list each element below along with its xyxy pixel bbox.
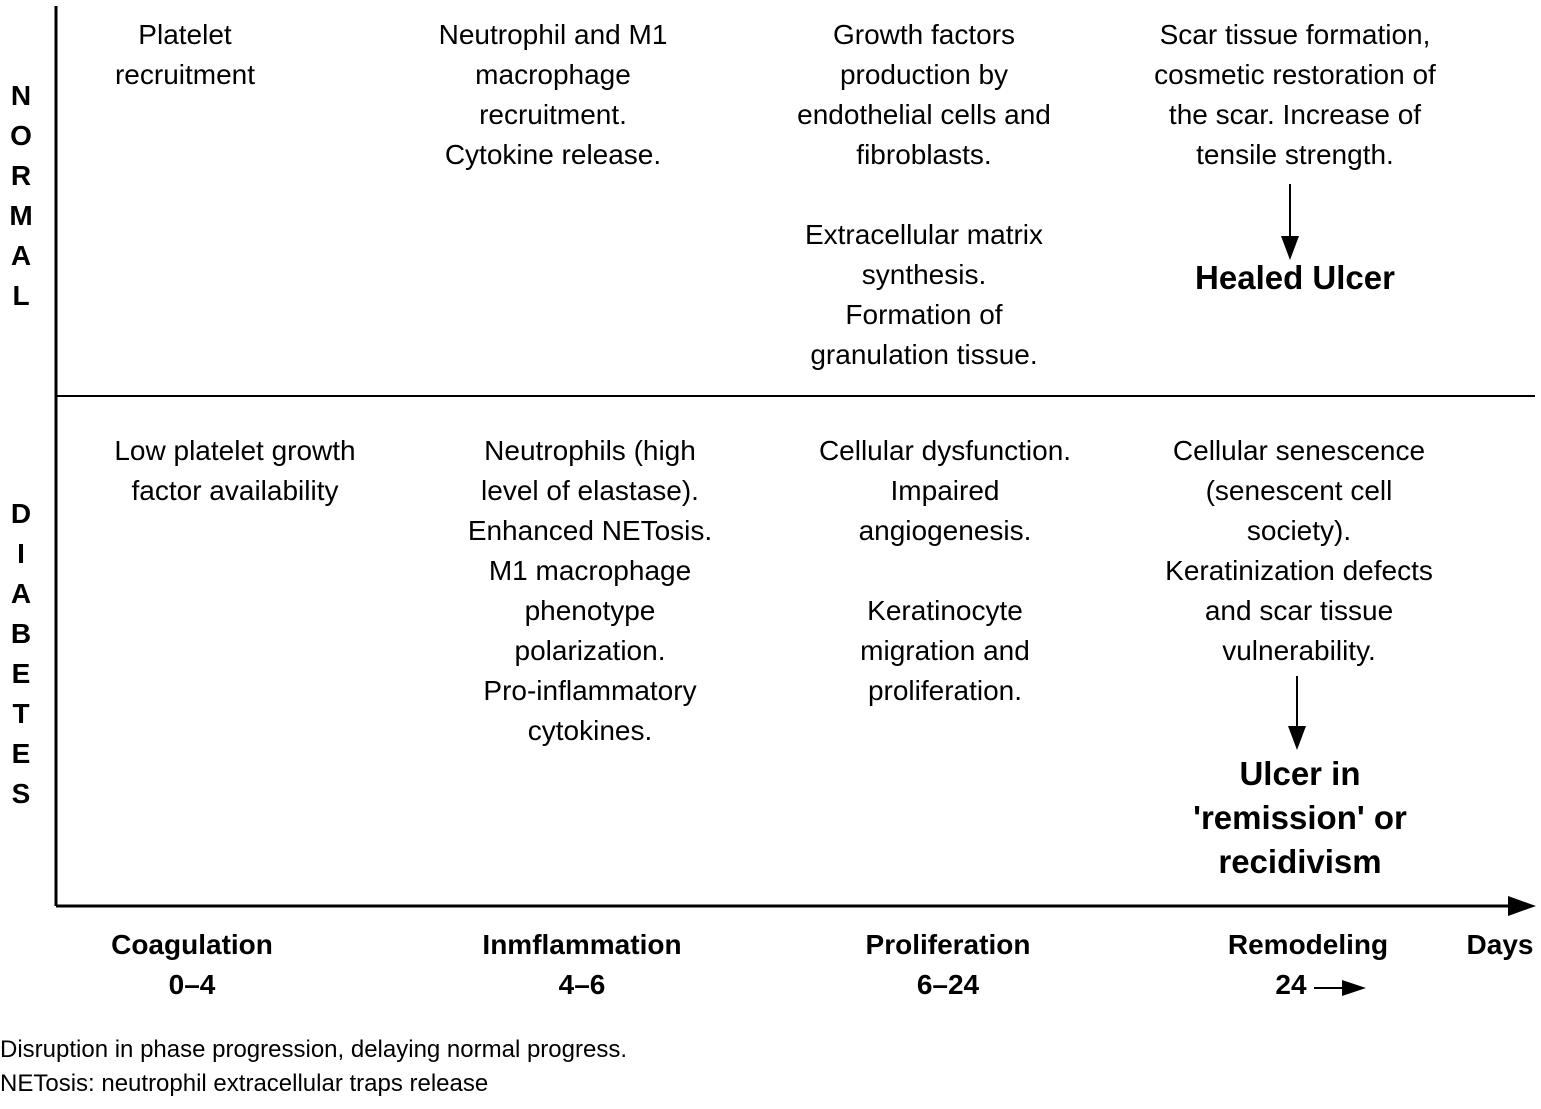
text-line: recruitment	[114, 59, 256, 90]
diabetes-outcome-arrowhead	[1288, 726, 1306, 750]
text-line: society).	[1246, 515, 1352, 546]
row-label-letter: I	[17, 538, 25, 569]
text-line: tensile strength.	[1196, 139, 1394, 170]
text-line: cosmetic restoration of	[1154, 59, 1436, 90]
phase-coagulation-days: 0–4	[168, 969, 216, 1000]
text-line: Impaired	[890, 475, 1000, 506]
text-line: Formation of	[845, 299, 1003, 330]
text-line: production by	[839, 59, 1009, 90]
text-line: cytokines.	[527, 715, 653, 746]
row-label-letter: R	[10, 160, 32, 191]
diabetes-proliferation-text: Cellular dysfunction. Impaired angiogenesi…	[770, 431, 1120, 711]
row-label-letter: T	[12, 698, 30, 729]
row-label-letter: N	[10, 80, 32, 111]
row-label-letter: M	[9, 200, 33, 231]
phase-proliferation-name: Proliferation	[865, 929, 1031, 960]
row-label-letter: A	[10, 240, 32, 271]
text-line: Growth factors	[832, 19, 1016, 50]
diabetes-coagulation-text: Low platelet growth factor availability	[70, 431, 400, 511]
footnote-netosis: NETosis: neutrophil extracellular traps …	[0, 1070, 489, 1097]
phase-proliferation-days: 6–24	[916, 969, 980, 1000]
phase-coagulation-name: Coagulation	[111, 929, 273, 960]
text-line: Cytokine release.	[444, 139, 662, 170]
time-axis-arrowhead	[1508, 896, 1536, 916]
row-label-letter: D	[10, 498, 32, 529]
text-line: Cellular senescence	[1172, 435, 1426, 466]
text-line: Neutrophil and M1	[438, 19, 668, 50]
row-label-letter: O	[10, 120, 32, 151]
normal-coagulation-text: Platelet recruitment	[60, 15, 310, 95]
days-axis-label: Days	[1466, 929, 1534, 960]
phase-coagulation: Coagulation 0–4	[72, 925, 312, 1005]
diabetes-proliferation-block-1: Cellular dysfunction. Impaired angiogenesi…	[770, 431, 1120, 551]
normal-proliferation-block-2: Extracellular matrix synthesis. Formation …	[750, 215, 1098, 375]
phase-inflammation: Inmflammation 4–6	[440, 925, 724, 1005]
text-line: Enhanced NETosis.	[467, 515, 713, 546]
text-line: recidivism	[1218, 843, 1382, 880]
diabetes-proliferation-block-2: Keratinocyte migration and proliferation.	[770, 591, 1120, 711]
normal-proliferation-text: Growth factors production by endothelial c…	[750, 15, 1098, 375]
phase-proliferation: Proliferation 6–24	[820, 925, 1076, 1005]
normal-proliferation-block-1: Growth factors production by endothelial c…	[750, 15, 1098, 175]
phase-inflammation-name: Inmflammation	[482, 929, 682, 960]
text-line: recruitment.	[479, 99, 627, 130]
phase-remodeling-name: Remodeling	[1227, 929, 1389, 960]
text-line: Low platelet growth	[114, 435, 356, 466]
text-line: Platelet	[138, 19, 232, 50]
phase-inflammation-days: 4–6	[558, 969, 606, 1000]
diabetes-outcome-text: Ulcer in 'remission' or recidivism	[1130, 752, 1470, 884]
row-label-letter: S	[11, 778, 31, 809]
row-label-letter: A	[10, 578, 32, 609]
text-line: Extracellular matrix	[804, 219, 1044, 250]
text-line: fibroblasts.	[856, 139, 992, 170]
text-line: Ulcer in	[1239, 755, 1361, 792]
text-line: Pro-inflammatory	[483, 675, 697, 706]
text-line: (senescent cell	[1205, 475, 1393, 506]
text-line: Cellular dysfunction.	[818, 435, 1072, 466]
text-line: the scar. Increase of	[1168, 99, 1422, 130]
normal-outcome-arrowhead	[1281, 236, 1299, 260]
text-line: phenotype	[524, 595, 656, 626]
row-label-letter: E	[11, 658, 31, 689]
phase-remodeling-days: 24	[1275, 969, 1307, 1000]
text-line: Scar tissue formation,	[1159, 19, 1431, 50]
text-line: Neutrophils (high	[484, 435, 696, 466]
normal-remodeling-text: Scar tissue formation, cosmetic restorati…	[1110, 15, 1480, 175]
text-line: macrophage	[475, 59, 631, 90]
text-line: M1 macrophage	[488, 555, 692, 586]
text-line: Healed Ulcer	[1195, 259, 1395, 296]
text-line: proliferation.	[867, 675, 1023, 706]
text-line: migration and	[860, 635, 1030, 666]
text-line: vulnerability.	[1222, 635, 1376, 666]
footnote-disruption: Disruption in phase progression, delayin…	[0, 1036, 627, 1063]
text-line: granulation tissue.	[810, 339, 1038, 370]
text-line: and scar tissue	[1204, 595, 1394, 626]
text-line: factor availability	[131, 475, 339, 506]
diabetes-inflammation-text: Neutrophils (high level of elastase). Enha…	[420, 431, 760, 751]
text-line: synthesis.	[861, 259, 987, 290]
diabetes-remodeling-text: Cellular senescence (senescent cell societ…	[1120, 431, 1478, 671]
text-line: angiogenesis.	[858, 515, 1032, 546]
text-line: polarization.	[514, 635, 666, 666]
text-line: Keratinization defects	[1165, 555, 1433, 586]
remodeling-continue-arrowhead	[1342, 980, 1366, 996]
text-line: 'remission' or	[1193, 799, 1407, 836]
text-line: Keratinocyte	[867, 595, 1023, 626]
row-label-letter: E	[11, 738, 31, 769]
normal-inflammation-text: Neutrophil and M1 macrophage recruitment. C…	[400, 15, 706, 175]
row-label-letter: L	[12, 280, 30, 311]
normal-outcome-text: Healed Ulcer	[1130, 256, 1460, 300]
row-label-letter: B	[10, 618, 32, 649]
text-line: endothelial cells and	[797, 99, 1051, 130]
text-line: level of elastase).	[481, 475, 699, 506]
